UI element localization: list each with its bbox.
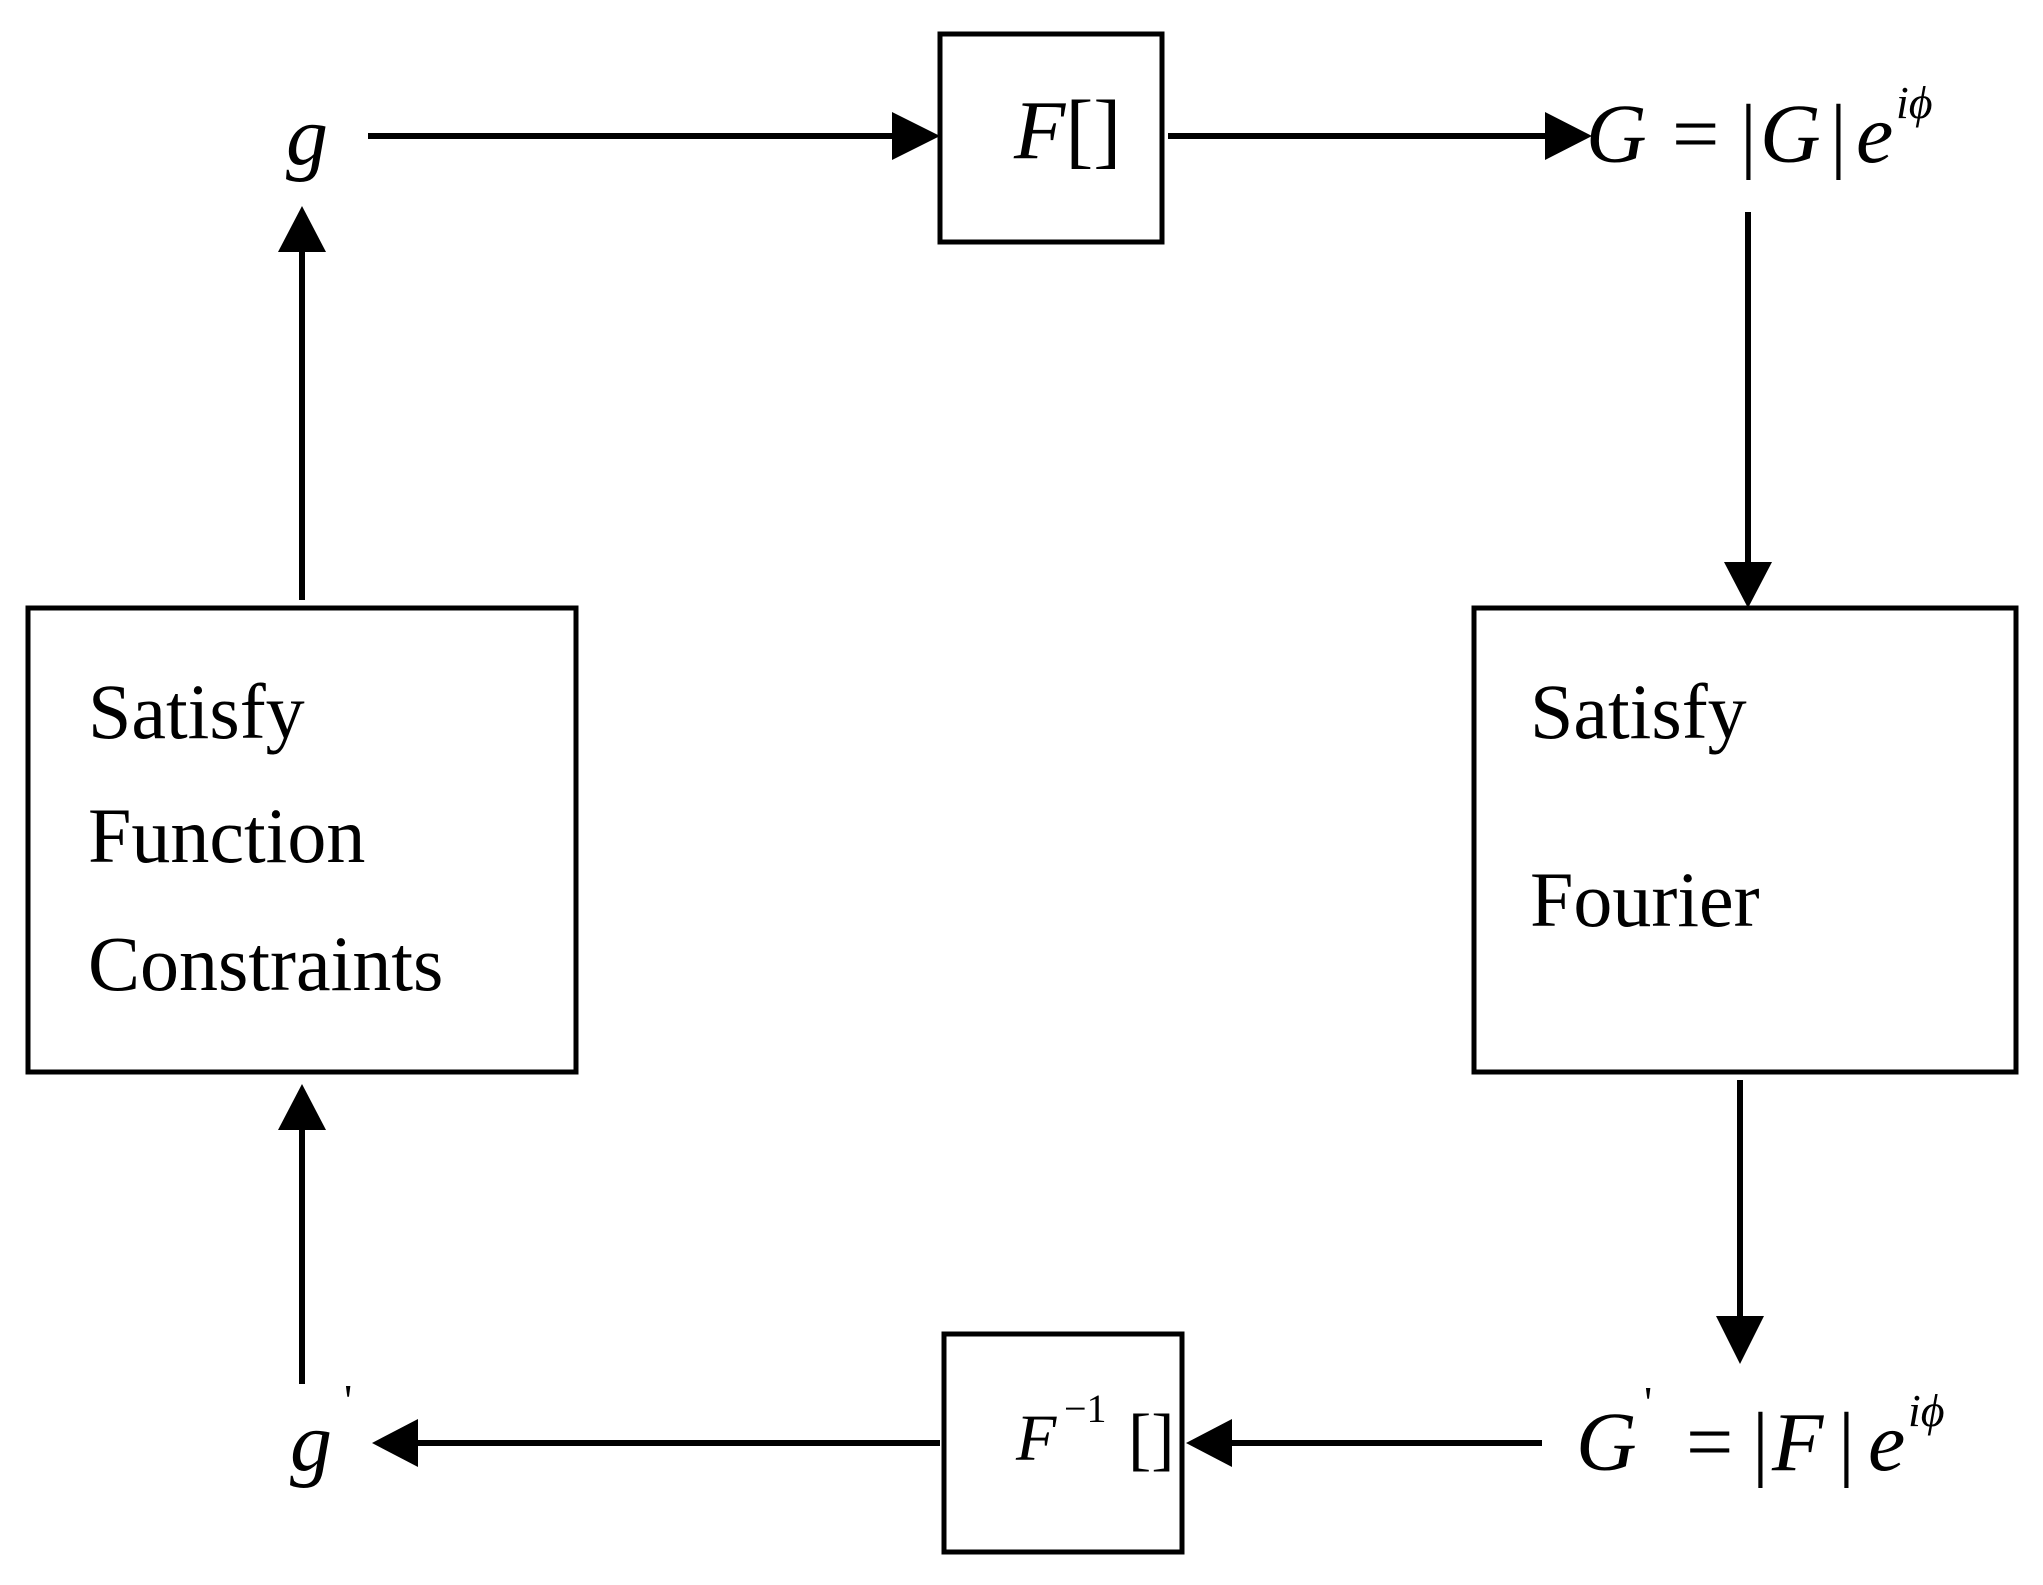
G-prime-exponent: iϕ bbox=[1908, 1385, 1945, 1436]
G-equals: = bbox=[1672, 88, 1719, 181]
inverse-transform-box bbox=[941, 1331, 1185, 1555]
node-forward-transform: F[] bbox=[1013, 84, 1121, 177]
G-exp-base: e bbox=[1856, 88, 1893, 181]
G-prime-bar-left: | bbox=[1752, 1396, 1769, 1489]
G-prime-mark: ' bbox=[1644, 1377, 1652, 1428]
edges bbox=[278, 112, 1772, 1467]
g-prime-mark: ' bbox=[344, 1375, 352, 1426]
G-lhs: G bbox=[1586, 88, 1647, 181]
arrowhead-g-prime-to-function-box bbox=[278, 1084, 326, 1130]
G-modulus-symbol: G bbox=[1760, 88, 1821, 181]
arrowhead-forward-transform-to-G bbox=[1545, 112, 1592, 160]
g-prime-symbol: g bbox=[290, 1396, 332, 1489]
arrowhead-fourier-box-to-G-prime bbox=[1716, 1316, 1764, 1364]
G-prime-lhs: G bbox=[1576, 1396, 1637, 1489]
forward-transform-box bbox=[937, 31, 1165, 245]
G-bar-left: | bbox=[1740, 88, 1757, 181]
g-symbol: g bbox=[286, 90, 328, 183]
arrowhead-function-box-to-g bbox=[278, 206, 326, 252]
arrowhead-G-to-fourier-box bbox=[1724, 562, 1772, 608]
boxes bbox=[25, 31, 2019, 1555]
G-prime-bar-right: | bbox=[1838, 1396, 1855, 1489]
arrowhead-G-prime-to-inverse-transform bbox=[1186, 1419, 1232, 1467]
function-box-line1: Satisfy bbox=[88, 668, 305, 755]
arrowhead-g-to-forward-transform bbox=[892, 112, 940, 160]
G-prime-modulus-symbol: F bbox=[1771, 1396, 1825, 1489]
function-box-line2: Function bbox=[88, 792, 365, 879]
forward-transform-symbol: F bbox=[1013, 84, 1067, 177]
G-bar-right: | bbox=[1830, 88, 1847, 181]
arrowhead-inverse-transform-to-g-prime bbox=[372, 1419, 418, 1467]
forward-transform-brackets: [] bbox=[1065, 84, 1121, 177]
G-exponent: iϕ bbox=[1896, 77, 1933, 128]
function-constraint-box bbox=[25, 605, 579, 1075]
fourier-constraint-box bbox=[1471, 605, 2019, 1075]
function-box-line3: Constraints bbox=[88, 920, 443, 1007]
fourier-box-line1: Satisfy bbox=[1530, 668, 1747, 755]
inverse-transform-exponent: −1 bbox=[1064, 1386, 1107, 1431]
G-prime-exp-base: e bbox=[1868, 1396, 1905, 1489]
inverse-transform-brackets: [] bbox=[1128, 1401, 1175, 1478]
node-g: g bbox=[286, 90, 328, 183]
inverse-transform-symbol: F bbox=[1015, 1402, 1057, 1475]
fourier-box-line2: Fourier bbox=[1530, 856, 1760, 943]
G-prime-equals: = bbox=[1686, 1396, 1733, 1489]
node-G-equation: G bbox=[1586, 88, 1647, 181]
